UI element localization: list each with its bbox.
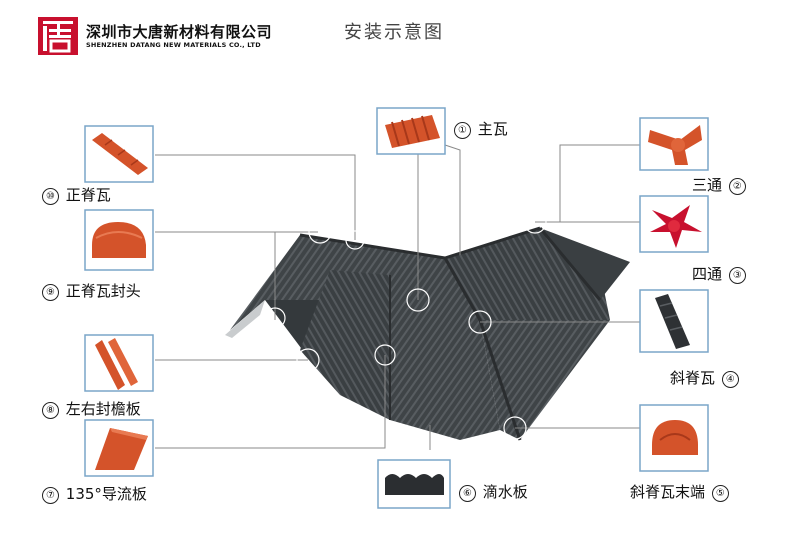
thumb-drip-board bbox=[377, 459, 451, 509]
callout-circles bbox=[264, 210, 547, 440]
label-hip-tile: 斜脊瓦 ④ bbox=[670, 369, 741, 388]
thumb-three-way bbox=[639, 117, 709, 171]
thumb-ridge-cap bbox=[84, 209, 154, 271]
label-main-tile: ① 主瓦 bbox=[452, 120, 508, 139]
thumb-fascia-board bbox=[84, 334, 154, 392]
thumb-four-way bbox=[639, 195, 709, 253]
label-four-way: 四通 ③ bbox=[692, 265, 748, 284]
thumb-ridge-tile bbox=[84, 125, 154, 183]
label-three-way: 三通 ② bbox=[692, 176, 748, 195]
thumb-hip-end bbox=[639, 404, 709, 472]
label-fascia-board: ⑧ 左右封檐板 bbox=[40, 400, 141, 419]
label-hip-end: 斜脊瓦末端 ⑤ bbox=[630, 483, 731, 502]
thumb-main-tile bbox=[376, 107, 446, 155]
thumb-deflector bbox=[84, 419, 154, 477]
label-drip-board: ⑥ 滴水板 bbox=[457, 483, 528, 502]
page-title: 安装示意图 bbox=[344, 22, 444, 43]
label-deflector: ⑦ 135°导流板 bbox=[40, 485, 147, 504]
label-ridge-cap: ⑨ 正脊瓦封头 bbox=[40, 282, 141, 301]
company-logo-icon bbox=[38, 17, 78, 55]
label-ridge-tile: ⑩ 正脊瓦 bbox=[40, 186, 111, 205]
company-name-cn: 深圳市大唐新材料有限公司 bbox=[86, 23, 273, 41]
roof-body bbox=[225, 226, 630, 441]
thumb-hip-tile bbox=[639, 289, 709, 353]
company-name-en: SHENZHEN DATANG NEW MATERIALS CO., LTD bbox=[86, 41, 261, 49]
